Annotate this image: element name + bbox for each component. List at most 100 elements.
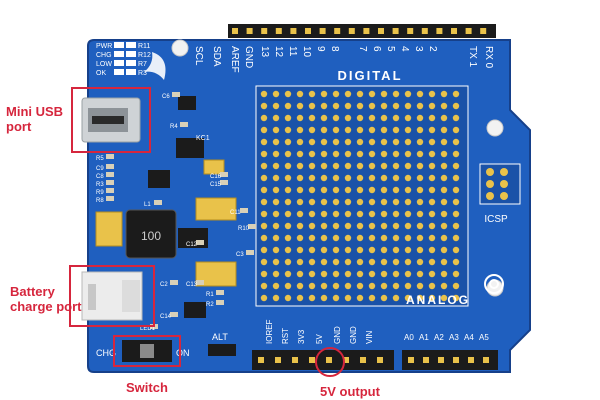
icsp-pin: [500, 192, 508, 200]
proto-pad: [452, 210, 460, 218]
proto-pad: [404, 198, 412, 206]
proto-pad: [452, 138, 460, 146]
proto-pad: [344, 210, 352, 218]
smd-part: [220, 180, 228, 185]
proto-pad: [344, 174, 352, 182]
proto-pad: [284, 174, 292, 182]
proto-pad: [272, 174, 280, 182]
top-pin-label: 2: [427, 46, 438, 52]
proto-pad: [260, 90, 268, 98]
component-label: C3: [236, 252, 244, 258]
led-label: PWR: [96, 43, 112, 50]
top-pin-label: SCL: [193, 46, 204, 66]
proto-pad: [332, 210, 340, 218]
proto-pad: [296, 198, 304, 206]
component-label: C16: [210, 174, 222, 180]
proto-pad: [284, 114, 292, 122]
proto-pad: [404, 282, 412, 290]
led-label: CHG: [96, 52, 112, 59]
header-pin: [290, 28, 297, 34]
proto-pad: [404, 90, 412, 98]
proto-pad: [380, 234, 388, 242]
header-pin: [421, 28, 428, 34]
proto-pad: [296, 102, 304, 110]
top-pin-label: GND: [243, 46, 254, 68]
proto-pad: [380, 222, 388, 230]
proto-pad: [368, 126, 376, 134]
proto-pad: [440, 114, 448, 122]
smd-part: [106, 164, 114, 169]
smd-part: [154, 200, 162, 205]
proto-pad: [332, 162, 340, 170]
proto-pad: [392, 126, 400, 134]
proto-pad: [344, 282, 352, 290]
slide-switch: [122, 340, 172, 362]
proto-pad: [308, 222, 316, 230]
proto-pad: [380, 282, 388, 290]
proto-pad: [284, 294, 292, 302]
proto-pad: [332, 258, 340, 266]
header-pin: [378, 28, 384, 34]
analog-pin-label: A1: [419, 333, 429, 342]
proto-pad: [368, 174, 376, 182]
proto-pad: [404, 174, 412, 182]
power-pin-label: GND: [349, 326, 358, 344]
smd-part: [170, 280, 178, 285]
proto-pad: [320, 210, 328, 218]
header-pin: [453, 357, 459, 363]
smd-part: [180, 122, 188, 127]
proto-pad: [320, 270, 328, 278]
top-pin-label: 13: [259, 46, 270, 58]
proto-pad: [428, 294, 436, 302]
proto-pad: [272, 186, 280, 194]
proto-pad: [332, 138, 340, 146]
header-pin: [334, 28, 341, 34]
proto-pad: [404, 294, 412, 302]
bottom-header: [252, 350, 498, 370]
smd-part: [246, 250, 254, 255]
proto-pad: [392, 258, 400, 266]
top-pin-label: TX 1: [467, 46, 478, 68]
proto-pad: [320, 114, 328, 122]
proto-pad: [296, 222, 304, 230]
proto-pad: [416, 210, 424, 218]
proto-pad: [308, 138, 316, 146]
proto-pad: [284, 210, 292, 218]
proto-pad: [416, 138, 424, 146]
top-pin-label: 8: [329, 46, 340, 52]
proto-pad: [320, 234, 328, 242]
header-pin: [246, 28, 253, 34]
proto-pad: [344, 162, 352, 170]
led: [114, 69, 124, 75]
proto-pad: [260, 270, 268, 278]
proto-pad: [380, 102, 388, 110]
led: [126, 51, 136, 57]
analog-label: ANALOG: [406, 293, 470, 307]
proto-pad: [356, 294, 364, 302]
proto-pad: [392, 186, 400, 194]
proto-pad: [308, 186, 316, 194]
proto-pad: [380, 174, 388, 182]
power-pin-label: RST: [281, 328, 290, 344]
proto-pad: [392, 234, 400, 242]
proto-pad: [296, 90, 304, 98]
proto-pad: [392, 90, 400, 98]
header-pin: [232, 28, 238, 34]
proto-pad: [416, 174, 424, 182]
proto-pad: [380, 186, 388, 194]
proto-pad: [284, 150, 292, 158]
proto-pad: [404, 246, 412, 254]
proto-pad: [320, 138, 328, 146]
proto-pad: [308, 102, 316, 110]
chg-label: CHG: [96, 348, 116, 358]
proto-pad: [368, 150, 376, 158]
proto-pad: [380, 246, 388, 254]
proto-pad: [260, 222, 268, 230]
proto-pad: [452, 294, 460, 302]
proto-pad: [392, 222, 400, 230]
component-label: C13: [186, 282, 198, 288]
led-label: OK: [96, 70, 106, 77]
proto-pad: [320, 126, 328, 134]
proto-pad: [440, 102, 448, 110]
